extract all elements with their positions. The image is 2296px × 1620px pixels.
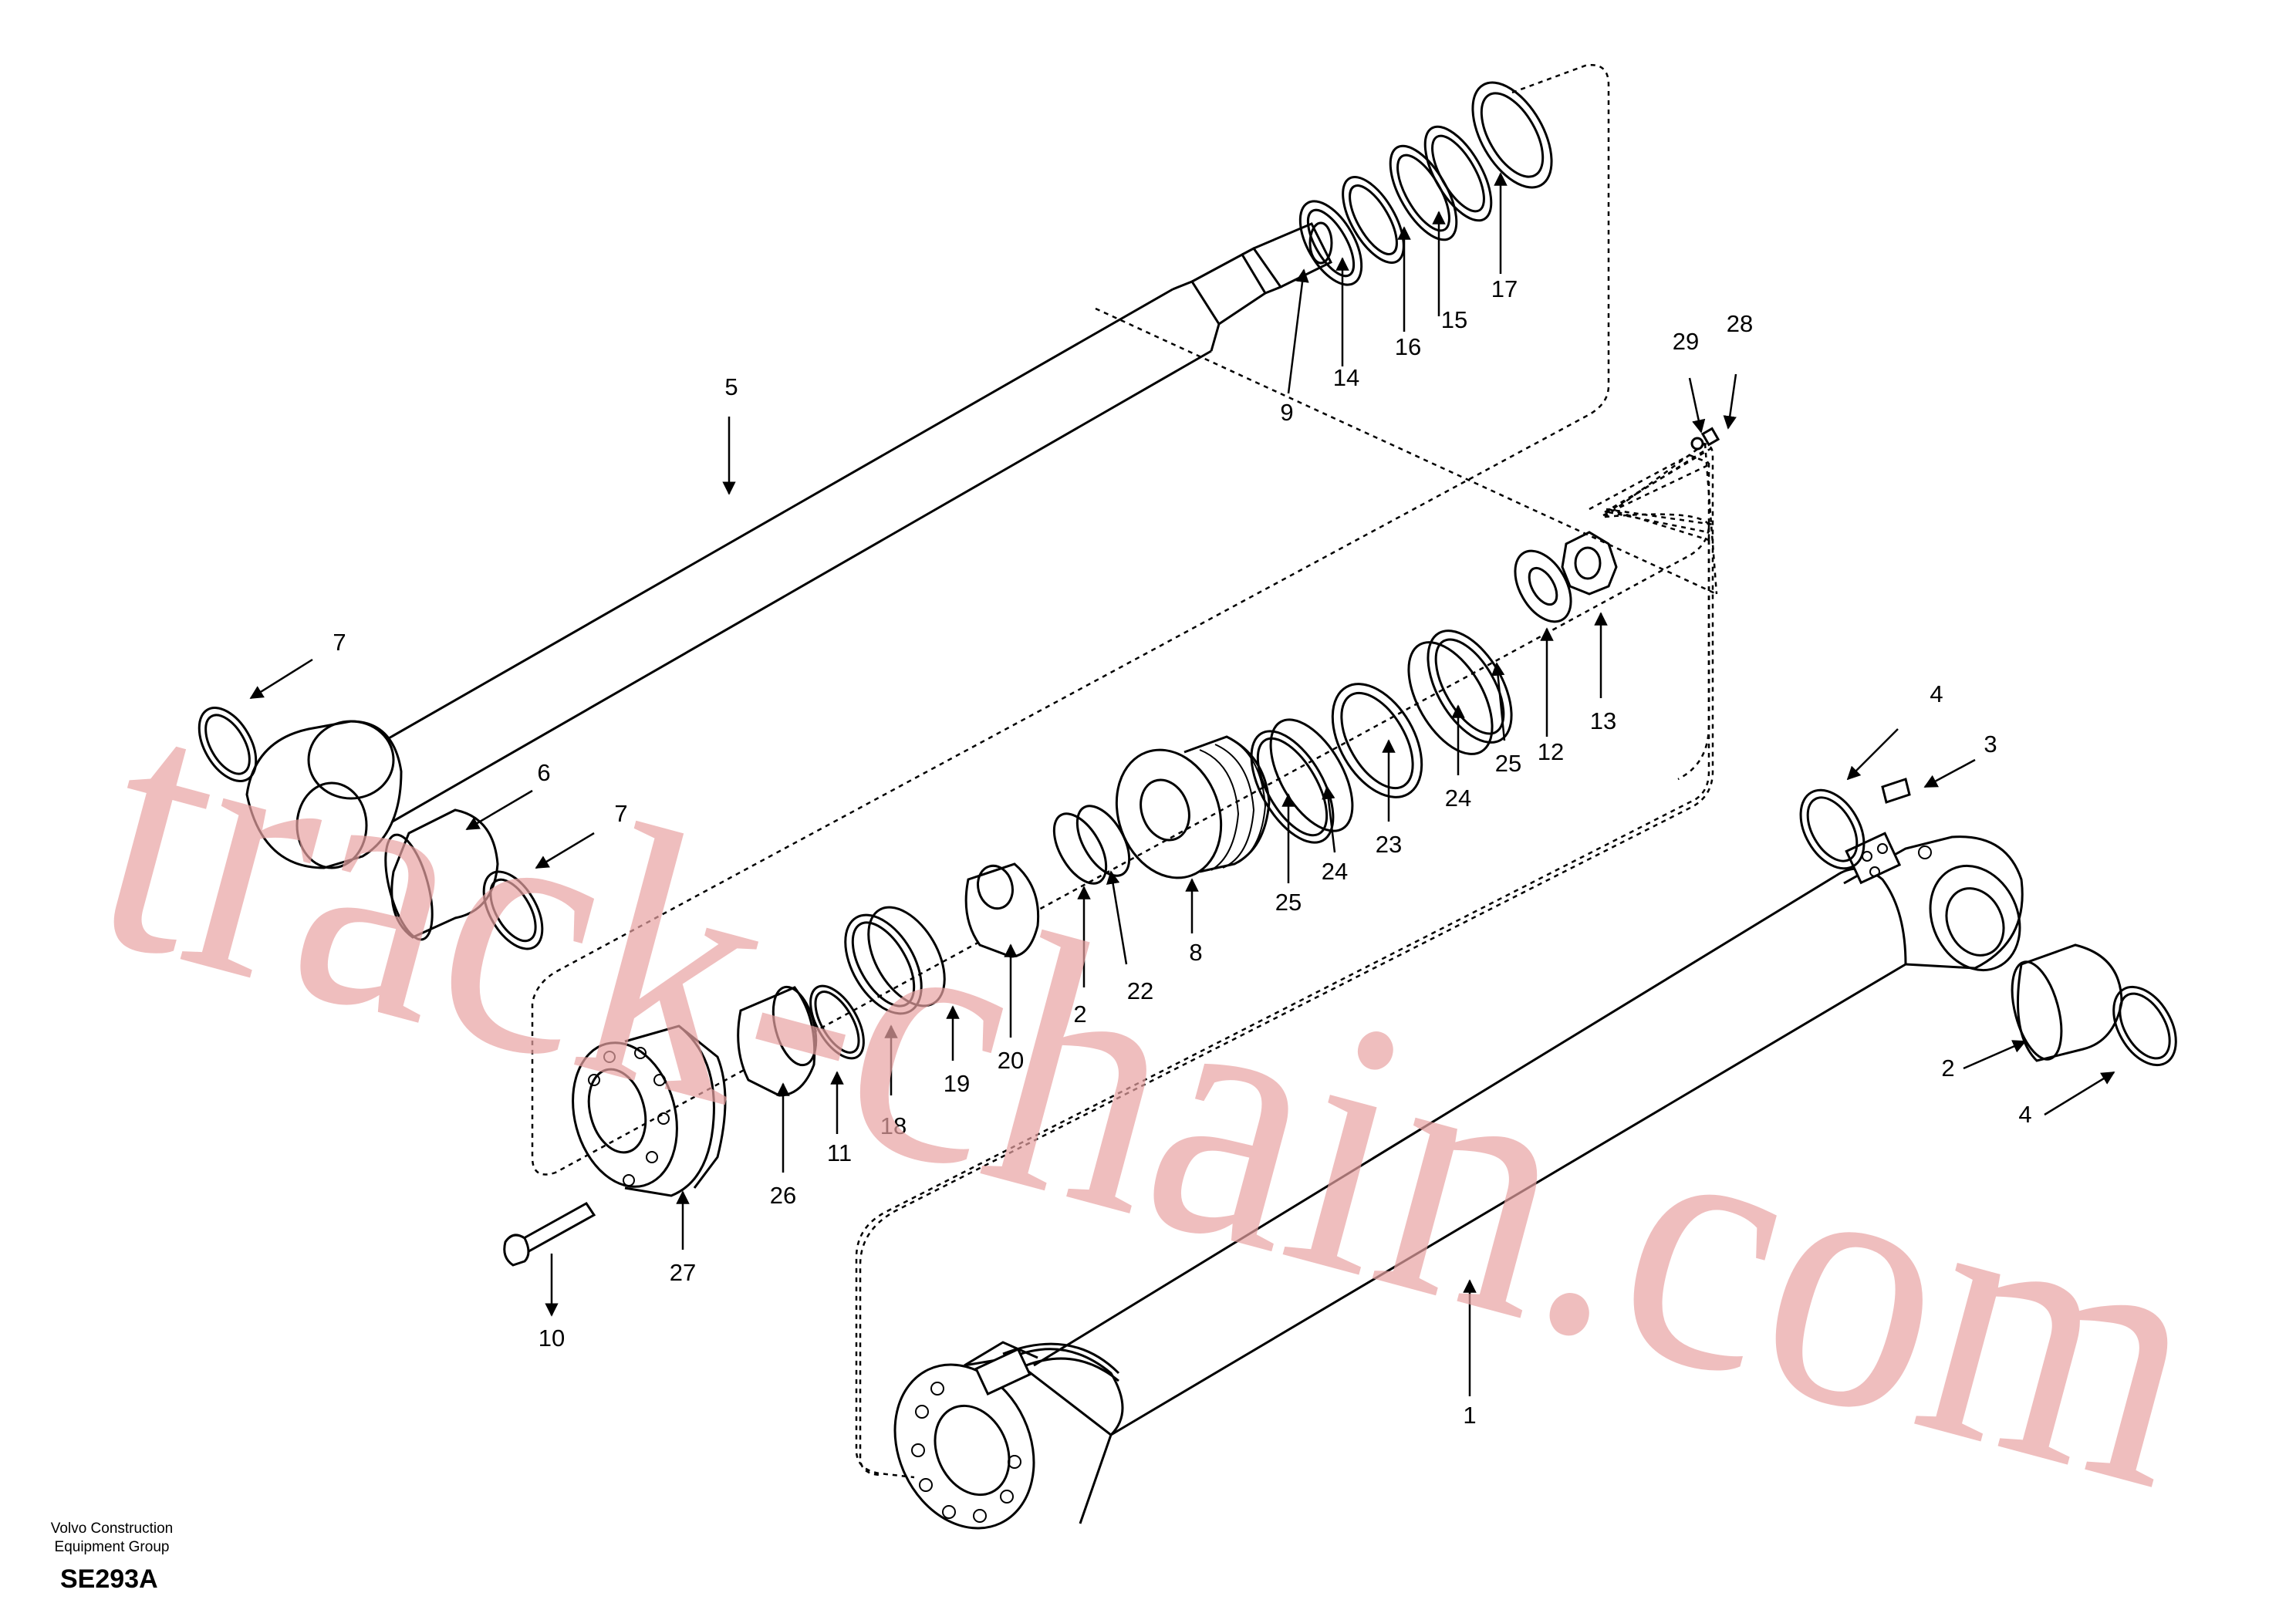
callout-2: 2 bbox=[1941, 1055, 1954, 1082]
diagram-code: SE293A bbox=[60, 1564, 158, 1594]
publisher-footer: Volvo Construction Equipment Group SE293… bbox=[23, 1520, 201, 1595]
rod-seals bbox=[1298, 81, 1553, 286]
callout-20: 20 bbox=[998, 1047, 1024, 1074]
callout-25-right: 25 bbox=[1495, 750, 1521, 777]
callout-29: 29 bbox=[1673, 328, 1699, 355]
callout-17: 17 bbox=[1491, 275, 1518, 302]
callout-27: 27 bbox=[670, 1259, 696, 1286]
piston-rod bbox=[245, 221, 1333, 869]
callout-24-left: 24 bbox=[1322, 858, 1348, 885]
callout-6: 6 bbox=[537, 759, 550, 786]
callout-24-right: 24 bbox=[1445, 785, 1471, 812]
callout-7-bottom: 7 bbox=[614, 800, 627, 827]
callout-labels: 1 2 2 3 4 4 5 6 7 7 8 9 10 11 12 13 14 1… bbox=[333, 275, 2031, 1429]
callout-16: 16 bbox=[1395, 333, 1421, 360]
callout-15: 15 bbox=[1441, 306, 1467, 333]
callout-26: 26 bbox=[770, 1182, 796, 1209]
publisher-line-2: Equipment Group bbox=[54, 1539, 170, 1555]
callout-9: 9 bbox=[1280, 399, 1293, 426]
callout-12: 12 bbox=[1538, 738, 1564, 765]
assembly-guide-lines bbox=[531, 64, 1718, 1479]
cylinder-tube bbox=[893, 832, 2024, 1530]
callout-23: 23 bbox=[1376, 831, 1402, 858]
callout-21-partial: 2 bbox=[1073, 1001, 1086, 1028]
leader-arrows bbox=[249, 172, 2115, 1396]
callout-3: 3 bbox=[1984, 731, 1997, 758]
callout-10: 10 bbox=[539, 1325, 565, 1352]
callout-8: 8 bbox=[1189, 939, 1202, 966]
callout-4-bottom: 4 bbox=[2018, 1101, 2031, 1128]
callout-4-top: 4 bbox=[1930, 680, 1943, 707]
cylinder-head-parts bbox=[503, 427, 1720, 1267]
callout-1: 1 bbox=[1463, 1402, 1476, 1429]
rod-eye-parts bbox=[198, 707, 544, 950]
callout-7-top: 7 bbox=[333, 629, 346, 656]
callout-28: 28 bbox=[1727, 310, 1753, 337]
callout-13: 13 bbox=[1590, 707, 1616, 734]
callout-14: 14 bbox=[1333, 364, 1359, 391]
callout-25-left: 25 bbox=[1275, 889, 1302, 916]
bottom-eye-parts bbox=[1799, 778, 2177, 1067]
callout-18: 18 bbox=[880, 1112, 907, 1139]
callout-11: 11 bbox=[827, 1139, 852, 1166]
callout-5: 5 bbox=[724, 373, 738, 400]
publisher-line-1: Volvo Construction bbox=[50, 1520, 174, 1537]
callout-19: 19 bbox=[944, 1070, 970, 1097]
callout-22: 22 bbox=[1127, 977, 1153, 1004]
